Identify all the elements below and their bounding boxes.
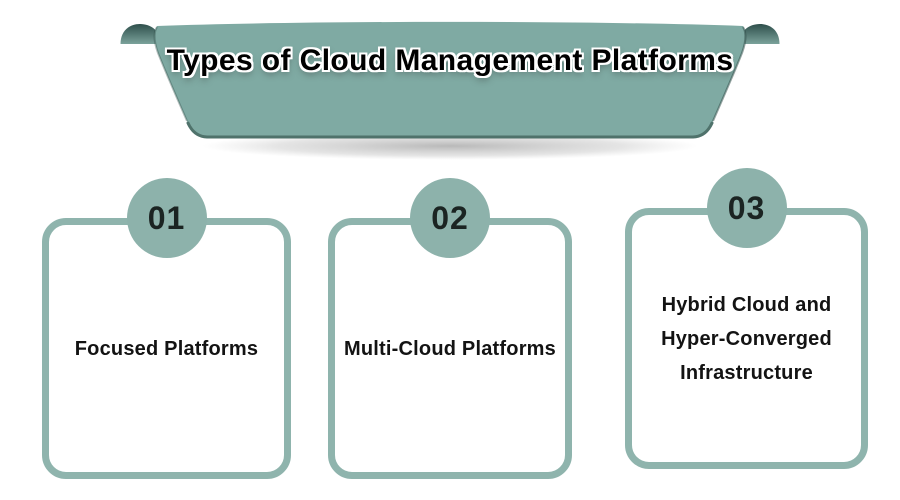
banner-drop-shadow [202,132,698,160]
banner-ribbon [120,21,780,160]
card-label: Multi-Cloud Platforms [344,337,556,360]
card-number: 03 [727,189,766,226]
ribbon-bottom-edge [186,121,714,139]
card-label: Focused Platforms [74,337,259,360]
ribbon-right-edge [712,26,747,122]
ribbon-left-edge [153,26,188,122]
card-number-badge: 01 [126,178,207,258]
card-focused-platforms: 01 Focused Platforms [42,178,291,479]
card-label: Hybrid Cloud and Hyper-Converged Infrast… [661,293,832,384]
ribbon-body [154,21,746,138]
card-hybrid-cloud-hci: 03 Hybrid Cloud and Hyper-Converged Infr… [625,168,868,469]
card-number: 02 [431,199,469,236]
card-number: 01 [147,199,186,236]
ribbon-left-curl [120,24,162,44]
card-number-badge: 03 [706,168,787,248]
card-multi-cloud-platforms: 02 Multi-Cloud Platforms [328,178,572,479]
banner-title: Types of Cloud Management Platforms [166,44,734,77]
card-number-badge: 02 [410,178,490,258]
ribbon-right-curl [738,24,780,44]
